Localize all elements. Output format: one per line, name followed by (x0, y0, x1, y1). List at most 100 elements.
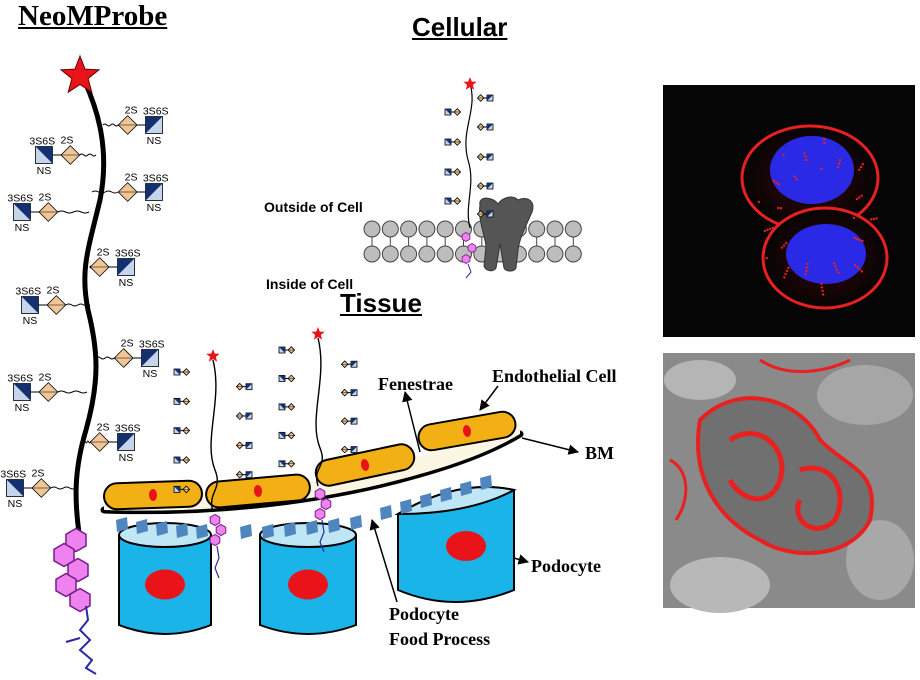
tissue-glomerulus-diagram (100, 327, 580, 635)
endothelial-cell-1 (103, 479, 203, 511)
sugar-unit-3 (340, 388, 358, 397)
mini-lipid-ring (461, 254, 471, 264)
foot-process (240, 524, 252, 539)
sugar-unit-5 (235, 441, 253, 450)
stain-dot (858, 168, 861, 171)
foot-process (460, 481, 472, 496)
stain-dot (853, 236, 856, 240)
stain-dot (787, 266, 790, 270)
fenestrae-label: Fenestrae (378, 374, 453, 394)
ns-square-shade (351, 418, 357, 425)
ns-label: NS (8, 498, 23, 510)
ns-square-shade (279, 432, 285, 439)
ns-label: NS (37, 165, 52, 177)
stain-dot (777, 183, 780, 186)
stain-dot (785, 269, 789, 273)
sulfation-2s-label: 2S (125, 172, 138, 184)
sugar-unit-2 (476, 123, 494, 131)
ns-square-shade (487, 183, 493, 189)
sugar-unit-2 (173, 397, 191, 406)
microscopy-panels (663, 85, 915, 613)
bilayer-head-inner (381, 245, 399, 263)
bilayer-head-outer (363, 220, 381, 238)
inside-cell-label: Inside of Cell (266, 276, 354, 292)
mini-star-icon (206, 349, 220, 362)
lipid-ring (69, 587, 91, 613)
stain-dot (872, 217, 875, 221)
stain-dot (785, 242, 788, 245)
endothelial-cell-2 (205, 473, 311, 509)
linker-squiggle (102, 123, 119, 127)
bilayer-head-outer (436, 220, 454, 238)
stain-dot (837, 271, 840, 274)
bilayer-head-outer (381, 220, 399, 238)
ns-square-shade (351, 446, 357, 453)
ns-square-shade (13, 383, 31, 401)
stain-dot (763, 229, 767, 233)
sulfation-3s6s-label: 3S6S (115, 423, 141, 435)
stain-dot (837, 162, 841, 165)
lipid-ring (65, 527, 87, 553)
linker-squiggle (83, 440, 91, 444)
sugar-unit-8 (278, 459, 296, 468)
mini-lipid-ring (215, 523, 227, 537)
podocyte-nucleus (145, 569, 185, 600)
food-process-label-line2: Food Process (389, 629, 491, 649)
stain-dot (805, 269, 808, 273)
lumen (817, 365, 913, 425)
star-fluorophore-icon (59, 54, 101, 94)
neomprobe-molecule: 3S6SNS2S3S6SNS2S3S6SNS2S3S6SNS2S3S6SNS2S… (0, 54, 169, 675)
foot-process (328, 518, 340, 533)
sugar-unit-8 (173, 485, 191, 494)
ns-square-shade (487, 124, 493, 130)
ns-label: NS (147, 202, 162, 214)
stain-dot (858, 268, 861, 271)
sugar-unit-7 (235, 470, 253, 479)
foot-process (306, 520, 318, 535)
sulfation-2s-label: 2S (47, 285, 60, 297)
linker-squiggle (57, 390, 88, 394)
probe-backbone (73, 77, 107, 543)
sugar-unit-0 (278, 346, 296, 354)
sugar-unit-6 (173, 456, 191, 464)
tissue-probe-2 (278, 327, 358, 553)
lumen (670, 557, 770, 613)
sugar-unit-1 (444, 108, 462, 116)
stain-dot (782, 153, 785, 157)
lipid-ring (53, 542, 75, 568)
stain-dot (775, 181, 778, 184)
mini-lipid-ring (467, 243, 477, 253)
bm-label: BM (585, 443, 614, 463)
sugar-unit-4 (173, 426, 191, 435)
mini-backbone (210, 359, 218, 513)
foot-process (196, 524, 208, 539)
stain-dot (861, 239, 864, 243)
sulfation-2s-label: 2S (61, 135, 74, 147)
ns-square-shade (487, 95, 493, 101)
ns-label: NS (15, 222, 30, 234)
ns-square-shade (351, 361, 357, 368)
bilayer-head-outer (546, 220, 564, 238)
linker-squiggle (50, 486, 77, 490)
podocyte-1 (118, 522, 212, 635)
mini-lipid-tail (465, 263, 472, 279)
podocyte-label: Podocyte (531, 556, 601, 576)
bilayer-head-inner (546, 245, 564, 263)
sulfation-2s-label: 2S (32, 468, 45, 480)
ns-square-shade (445, 169, 451, 175)
mini-lipid-tail (214, 545, 220, 579)
sulfation-2s-label: 2S (97, 247, 110, 259)
bilayer-head-inner (528, 245, 546, 263)
nucleus-lower (786, 224, 866, 284)
foot-process (156, 521, 168, 536)
ns-label: NS (15, 402, 30, 414)
stain-dot (820, 282, 823, 285)
sugar-unit-0 (476, 94, 494, 102)
foot-process (284, 522, 296, 537)
stain-dot (859, 165, 863, 169)
